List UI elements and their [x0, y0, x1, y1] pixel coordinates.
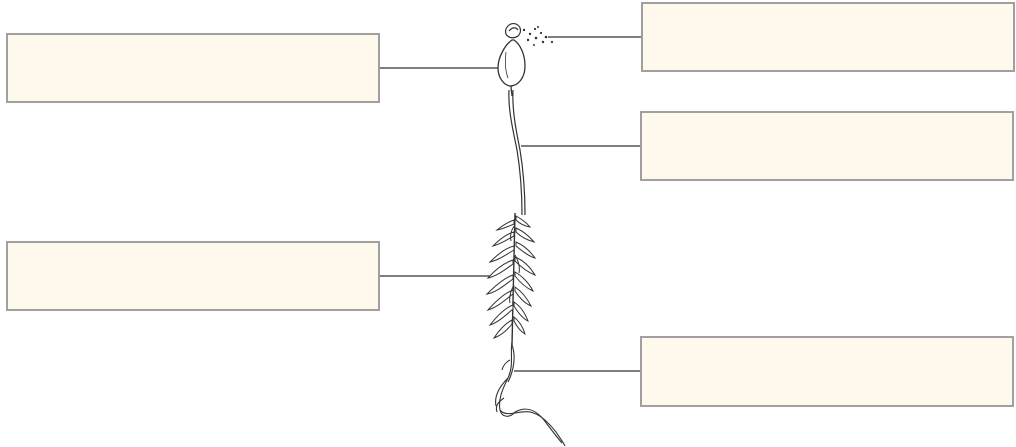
- label-box-spores[interactable]: [641, 2, 1015, 72]
- leafy-shoot: [485, 212, 537, 346]
- label-box-rhizoids[interactable]: [640, 336, 1014, 407]
- spores-cluster: [522, 26, 554, 46]
- label-box-capsule[interactable]: [6, 33, 380, 103]
- label-box-leafy-shoot[interactable]: [6, 241, 380, 311]
- rhizoids: [495, 341, 566, 447]
- capsule: [497, 39, 526, 97]
- capsule-lid: [505, 23, 522, 39]
- label-box-seta[interactable]: [640, 111, 1014, 181]
- seta-stalk: [508, 89, 526, 216]
